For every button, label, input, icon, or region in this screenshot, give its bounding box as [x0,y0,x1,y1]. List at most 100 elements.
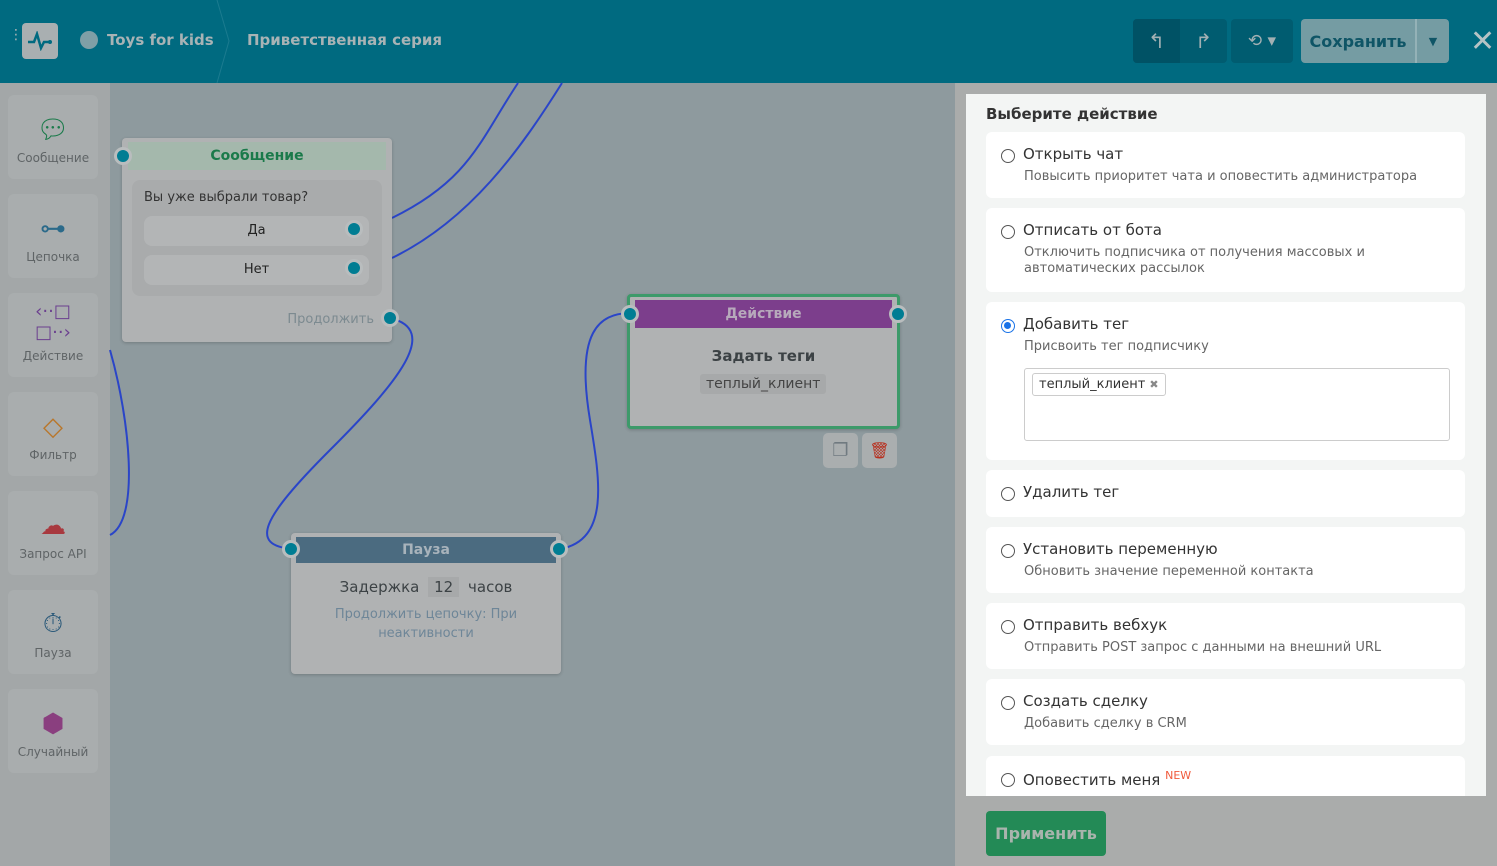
viber-icon [80,31,98,49]
history-icon: ⟲ ▾ [1247,31,1277,51]
action-node[interactable]: Действие Задать теги теплый_клиент [621,294,907,429]
filter-icon: ◇ [43,412,63,442]
radio[interactable] [1001,620,1015,634]
option-title: Отправить вебхук [1023,616,1168,634]
connection-line [109,349,130,536]
sidebar-item-random[interactable]: ⬢Случайный [8,689,98,773]
radio[interactable] [1001,773,1015,787]
tag-input[interactable]: теплый_клиент ✖ [1024,368,1450,441]
chain-icon: ⊶ [40,214,66,244]
output-port[interactable] [550,540,568,558]
stopwatch-icon: ⏱︎ [42,609,64,639]
panel-title: Выберите действие [986,105,1158,123]
sidebar-item-message[interactable]: 💬︎ Сообщение [8,95,98,179]
action-icon: ‹··□□··› [35,301,71,343]
tag-chip: теплый_клиент [700,374,827,394]
quick-reply-button[interactable]: Да [144,216,369,246]
option-title: Оповестить меня [1023,771,1161,789]
radio[interactable] [1001,149,1015,163]
copy-icon[interactable]: ❐ [823,433,858,468]
apply-button[interactable]: Применить [986,811,1106,856]
save-dropdown-icon[interactable]: ▼ [1415,19,1449,63]
undo-redo-group: ↰ ↱ [1133,19,1227,63]
radio[interactable] [1001,696,1015,710]
action-subtitle: Задать теги [711,347,816,365]
radio[interactable] [1001,225,1015,239]
app-logo[interactable] [22,23,58,59]
option-title: Создать сделку [1023,692,1148,710]
output-port[interactable] [345,259,363,277]
radio[interactable] [1001,487,1015,501]
option-remove-tag[interactable]: Удалить тег [986,470,1465,517]
radio[interactable] [1001,544,1015,558]
tag-chip: теплый_клиент ✖ [1032,373,1166,396]
sidebar-item-label: Цепочка [26,250,80,264]
pause-node[interactable]: Пауза Задержка 12 часов Продолжить цепоч… [282,533,568,674]
option-desc: Присвоить тег подписчику [1024,339,1209,354]
breadcrumb-separator [216,0,230,83]
close-icon[interactable]: ✕ [1470,24,1496,59]
new-badge: NEW [1165,769,1192,782]
input-port[interactable] [621,305,639,323]
history-button[interactable]: ⟲ ▾ [1231,19,1293,63]
delay-label: Задержка [339,578,420,596]
sidebar-item-action[interactable]: ‹··□□··›Действие [8,293,98,377]
input-port[interactable] [282,540,300,558]
option-notify-me[interactable]: Оповестить меня NEW [986,756,1465,796]
tag-label: теплый_клиент [1039,377,1146,392]
message-text: Вы уже выбрали товар? [144,190,309,205]
connection-line [559,312,630,550]
option-title: Добавить тег [1023,315,1130,333]
dice-icon: ⬢ [41,709,65,739]
pause-note: Продолжить цепочку: При неактивности [334,607,518,641]
remove-tag-icon[interactable]: ✖ [1149,378,1159,391]
bot-name[interactable]: Toys for kids [107,31,214,49]
message-content: Вы уже выбрали товар? Да Нет [132,180,382,296]
trash-icon[interactable]: 🗑︎ [862,433,897,468]
pause-delay: Задержка 12 часов [291,577,561,597]
undo-icon[interactable]: ↰ [1133,19,1180,63]
output-port[interactable] [889,305,907,323]
option-title: Отписать от бота [1023,221,1162,239]
cloud-api-icon: ☁ [40,511,66,541]
option-desc: Отключить подписчика от получения массов… [1024,245,1365,276]
blocks-sidebar: 💬︎ Сообщение ⊶ Цепочка ‹··□□··›Действие ◇ Ф… [0,83,110,866]
sidebar-item-label: Сообщение [16,151,90,165]
sidebar-item-chain[interactable]: ⊶ Цепочка [8,194,98,278]
flow-name[interactable]: Приветственная серия [247,31,443,49]
node-title: Действие [635,300,892,328]
button-label: Да [247,223,266,238]
continue-label: Продолжить [287,312,374,327]
top-bar: ⋮ Toys for kids Приветственная серия ↰ ↱… [0,0,1497,83]
output-port[interactable] [381,309,399,327]
node-title: Пауза [296,537,556,563]
sidebar-item-api[interactable]: ☁ Запрос API [8,491,98,575]
sidebar-item-pause[interactable]: ⏱︎ Пауза [8,590,98,674]
chat-bubble-icon: 💬︎ [36,115,70,145]
sidebar-item-label: Пауза [34,646,72,660]
connection-line [391,82,519,219]
radio[interactable] [1001,319,1015,333]
delay-unit: часов [468,578,513,596]
option-title: Установить переменную [1023,540,1218,558]
quick-reply-button[interactable]: Нет [144,255,369,285]
sidebar-item-label: Фильтр [29,448,77,462]
connections [109,82,630,550]
output-port[interactable] [345,220,363,238]
sidebar-item-label: Запрос API [19,547,87,561]
option-title: Удалить тег [1023,483,1120,501]
sidebar-item-filter[interactable]: ◇ Фильтр [8,392,98,476]
connection-line [266,317,414,550]
redo-icon[interactable]: ↱ [1195,29,1212,53]
input-port[interactable] [114,147,132,165]
save-button[interactable]: Сохранить ▼ [1301,19,1449,63]
button-label: Нет [243,262,270,277]
message-node[interactable]: Сообщение Вы уже выбрали товар? Да Нет П… [114,138,399,342]
